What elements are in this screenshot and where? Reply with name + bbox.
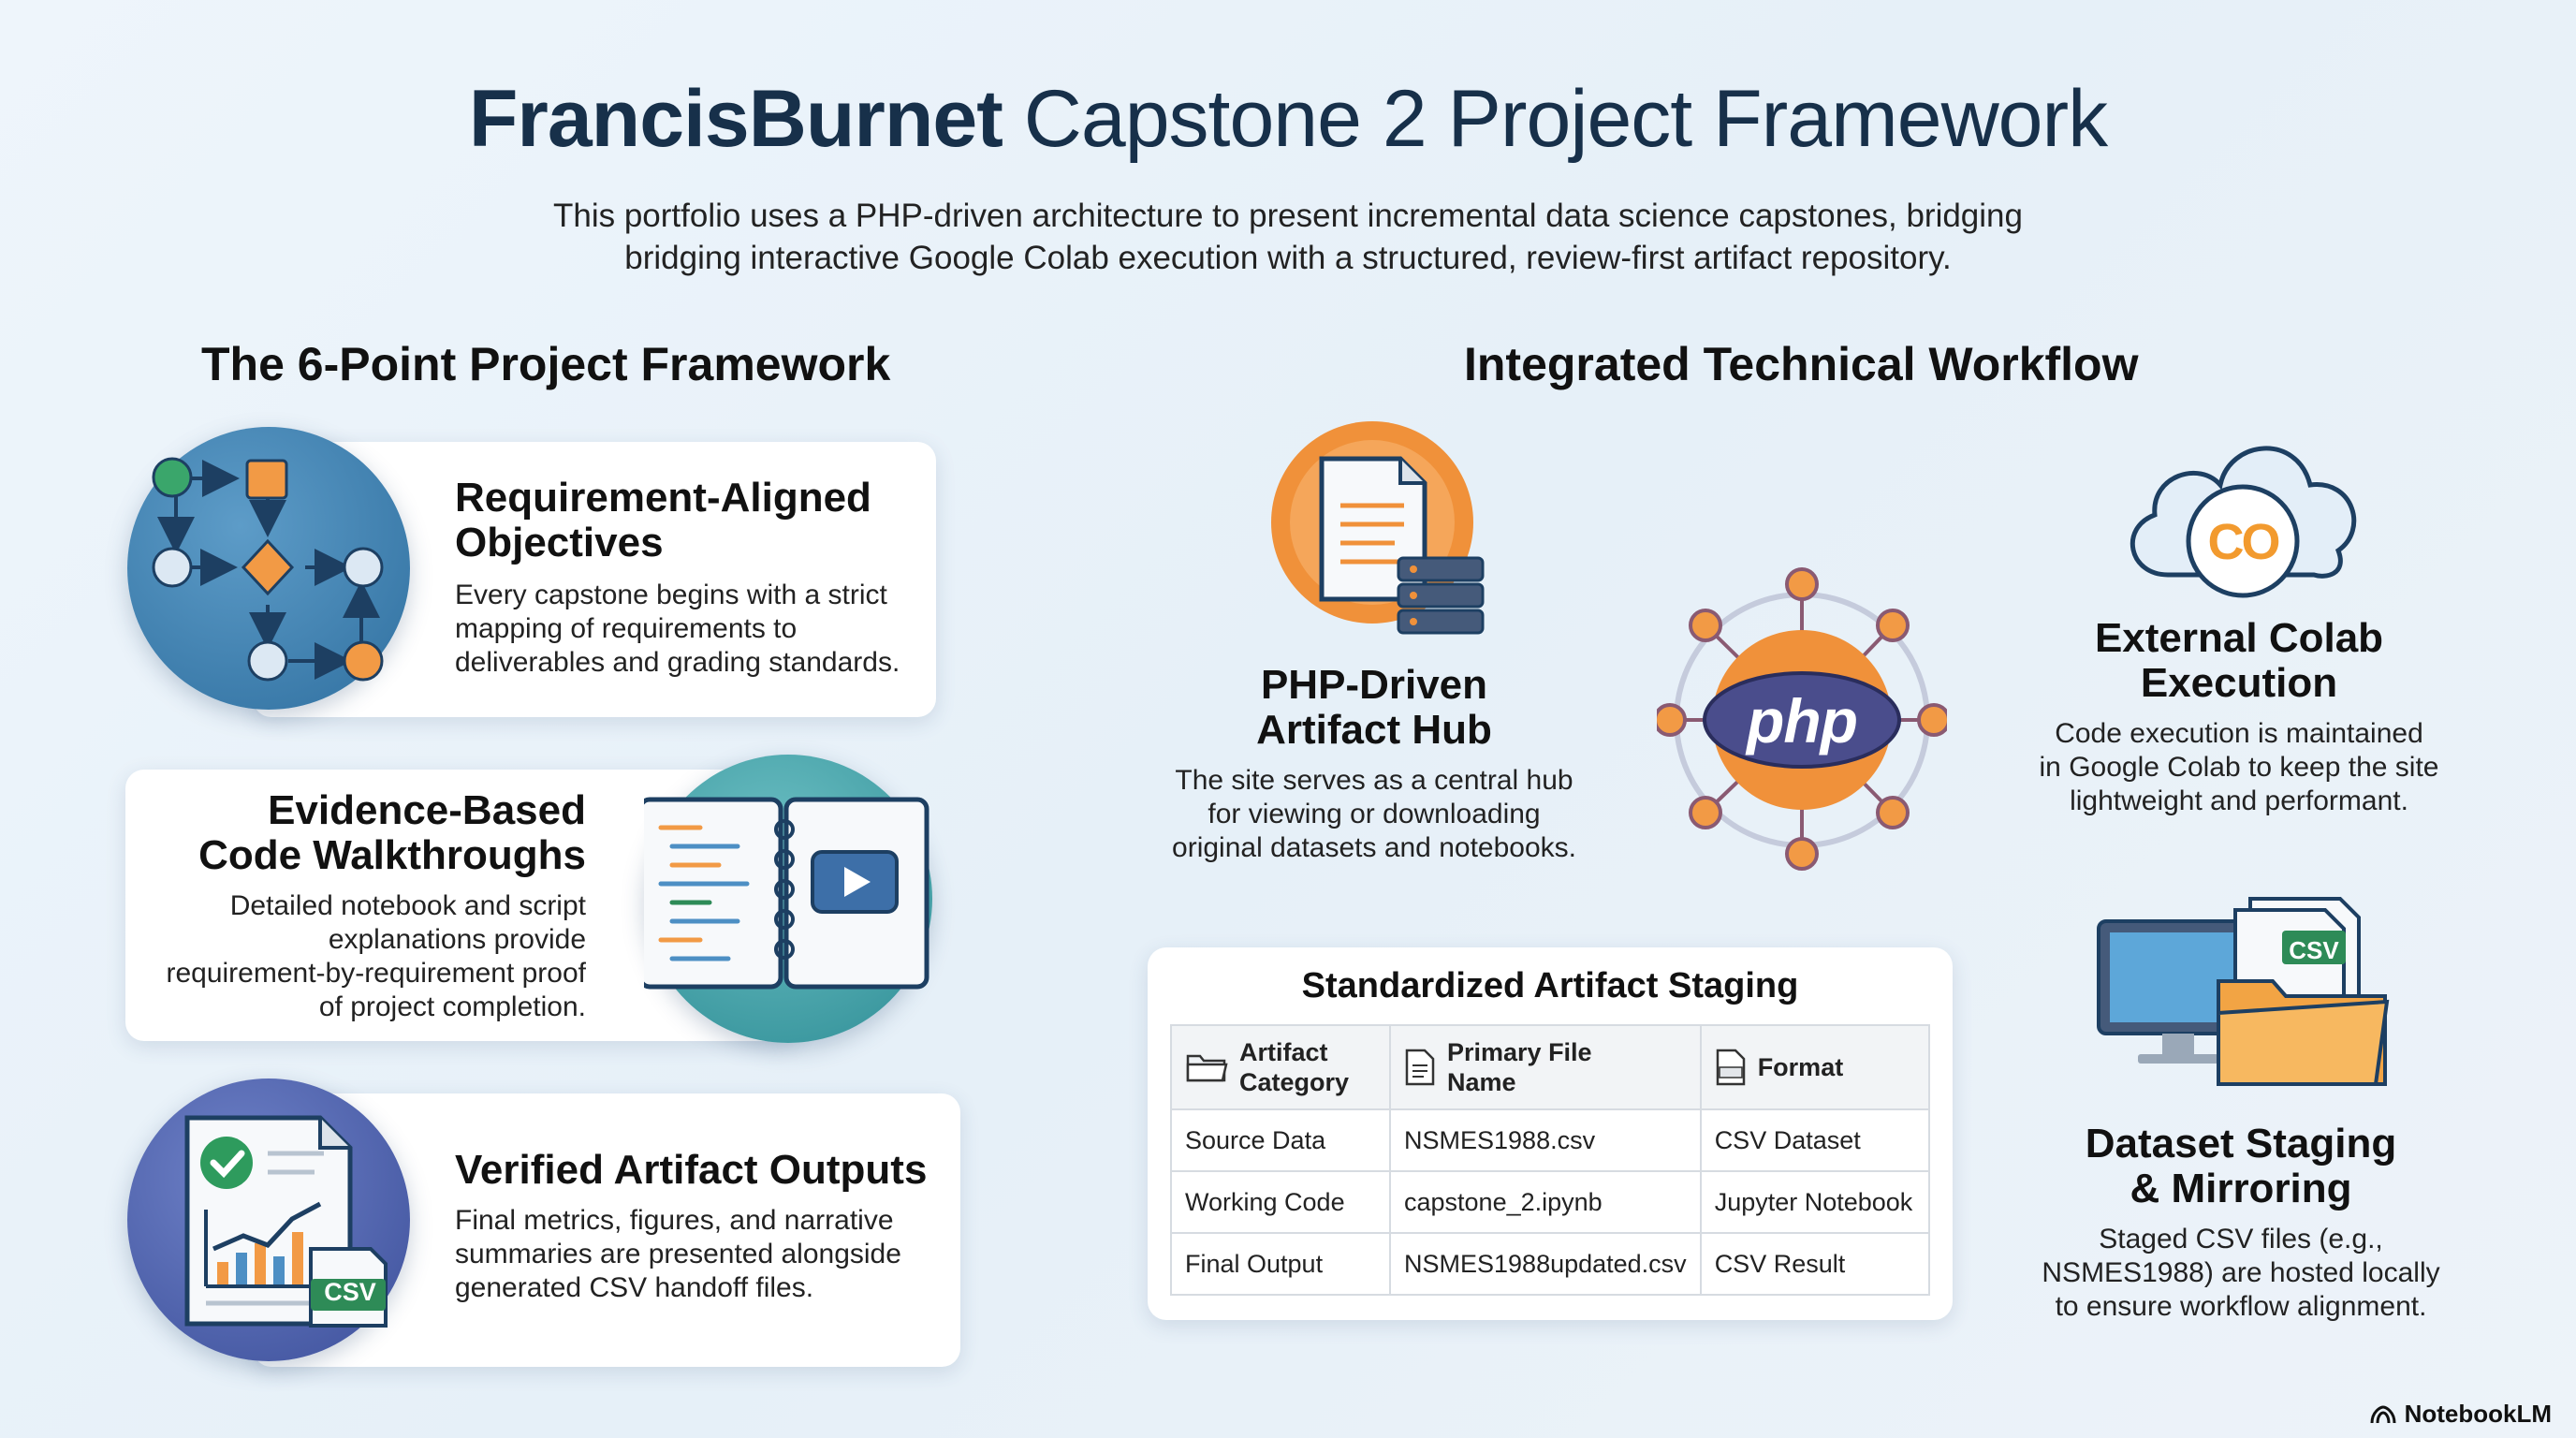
colab-desc: Code execution is maintained [2055, 718, 2423, 749]
card-title: Code Walkthroughs [198, 832, 586, 878]
csv-badge: CSV [324, 1278, 376, 1306]
table-cell: Jupyter Notebook [1699, 1170, 1931, 1234]
table-cell: NSMES1988updated.csv [1389, 1232, 1702, 1296]
card-desc: deliverables and grading standards. [455, 647, 900, 678]
monitor-folder-icon [2095, 891, 2393, 1090]
header-label: Artifact [1239, 1038, 1328, 1066]
table-cell: Source Data [1170, 1108, 1391, 1172]
card-desc: Final metrics, figures, and narrative [455, 1205, 894, 1236]
php-logo: php [1747, 686, 1858, 756]
title-bold: FrancisBurnet [468, 74, 1003, 164]
title-rest: Capstone 2 Project Framework [1023, 74, 2108, 164]
table-cell: Working Code [1170, 1170, 1391, 1234]
colab-text: External Colab Execution Code execution … [2005, 616, 2473, 818]
card-title: Evidence-Based [268, 787, 586, 833]
header-label: Name [1447, 1068, 1516, 1096]
table-cell: CSV Dataset [1699, 1108, 1931, 1172]
card-text: Verified Artifact Outputs Final metrics,… [455, 1148, 951, 1305]
table-header-cell: Format [1699, 1024, 1931, 1110]
php-hub-desc: original datasets and notebooks. [1172, 832, 1576, 863]
card-desc: explanations provide [328, 924, 586, 955]
card-title: Verified Artifact Outputs [455, 1147, 928, 1193]
staging-title: & Mirroring [2130, 1166, 2352, 1211]
card-desc: of project completion. [318, 991, 586, 1022]
staging-desc: Staged CSV files (e.g., [2099, 1224, 2383, 1255]
workflow-heading: Integrated Technical Workflow [1464, 338, 2139, 390]
staging-title: Dataset Staging [2085, 1121, 2397, 1167]
table-cell: Final Output [1170, 1232, 1391, 1296]
brand-label: NotebookLM [2404, 1400, 2552, 1428]
table-cell: NSMES1988.csv [1389, 1108, 1702, 1172]
colab-logo: CO [2207, 514, 2281, 570]
colab-title: Execution [2140, 660, 2338, 706]
card-title: Objectives [455, 520, 664, 565]
card-desc: Detailed notebook and script [229, 890, 586, 921]
table-row: Final Output NSMES1988updated.csv CSV Re… [1170, 1232, 1931, 1296]
card-desc: mapping of requirements to [455, 613, 798, 644]
staging-text: Dataset Staging & Mirroring Staged CSV f… [2007, 1122, 2475, 1324]
document-server-icon [1264, 419, 1488, 644]
colab-title: External Colab [2094, 615, 2384, 661]
header-label: Primary File [1447, 1038, 1592, 1066]
php-hub-desc: The site serves as a central hub [1175, 765, 1573, 796]
card-text: Requirement-Aligned Objectives Every cap… [455, 476, 923, 680]
card-text: Evidence-Based Code Walkthroughs Detaile… [125, 788, 586, 1024]
card-desc: summaries are presented alongside [455, 1239, 901, 1269]
page-subtitle: This portfolio uses a PHP-driven archite… [446, 195, 2130, 279]
table-cell: CSV Result [1699, 1232, 1931, 1296]
php-hub-title: Artifact Hub [1256, 707, 1492, 753]
php-hub-text: PHP-Driven Artifact Hub The site serves … [1140, 663, 1608, 865]
brand-badge: NotebookLM [2369, 1400, 2552, 1429]
card-desc: requirement-by-requirement proof [166, 958, 586, 989]
framework-heading: The 6-Point Project Framework [201, 338, 891, 390]
format-file-icon [1716, 1049, 1745, 1086]
folder-icon [1186, 1054, 1228, 1082]
subtitle-line: This portfolio uses a PHP-driven archite… [553, 198, 2023, 234]
notebooklm-logo-icon [2370, 1404, 2396, 1423]
colab-cloud-icon [2114, 418, 2372, 605]
flowchart-icon [127, 427, 410, 710]
card-desc: Every capstone begins with a strict [455, 580, 887, 610]
php-hub-desc: for viewing or downloading [1208, 799, 1541, 829]
header-label: Format [1757, 1053, 1844, 1081]
table-row: Source Data NSMES1988.csv CSV Dataset [1170, 1108, 1931, 1172]
table-cell: capstone_2.ipynb [1389, 1170, 1702, 1234]
php-hub-title: PHP-Driven [1260, 662, 1488, 708]
verified-report-icon [127, 1078, 410, 1361]
colab-desc: in Google Colab to keep the site [2039, 752, 2439, 783]
header-label: Category [1239, 1068, 1350, 1096]
subtitle-line: bridging interactive Google Colab execut… [624, 240, 1952, 276]
php-network-icon [1653, 567, 1951, 873]
card-desc: generated CSV handoff files. [455, 1272, 814, 1303]
csv-badge: CSV [2289, 936, 2339, 964]
table-row: Working Code capstone_2.ipynb Jupyter No… [1170, 1170, 1931, 1234]
file-icon [1405, 1049, 1435, 1086]
staging-desc: to ensure workflow alignment. [2055, 1291, 2427, 1322]
colab-desc: lightweight and performant. [2070, 785, 2408, 816]
staging-desc: NSMES1988) are hosted locally [2042, 1257, 2440, 1288]
table-title: Standardized Artifact Staging [1301, 966, 1799, 1005]
notebook-video-icon [637, 755, 932, 1043]
card-title: Requirement-Aligned [455, 475, 871, 521]
page-title: FrancisBurnet Capstone 2 Project Framewo… [0, 73, 2576, 166]
